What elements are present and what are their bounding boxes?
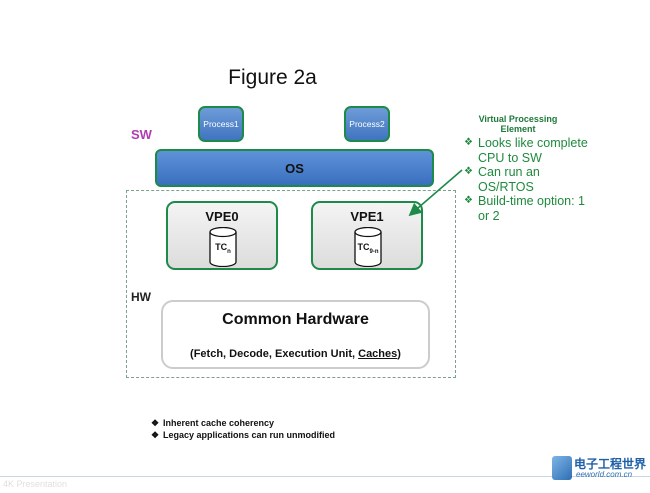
callout-list: ❖Looks like complete CPU to SW ❖Can run … xyxy=(464,136,594,223)
sw-label: SW xyxy=(131,127,152,142)
eeworld-logo: 电子工程世界 eeworld.com.cn xyxy=(552,455,646,487)
callout-item: ❖Looks like complete CPU to SW xyxy=(464,136,588,165)
os-box: OS xyxy=(155,149,434,187)
callout-title: Virtual Processing Element xyxy=(478,114,558,134)
logo-cn-text: 电子工程世界 xyxy=(574,457,647,471)
vpe1-label: VPE1 xyxy=(350,209,384,224)
diamond-bullet-icon: ❖ xyxy=(464,166,473,177)
note-item: ❖Legacy applications can run unmodified xyxy=(151,430,336,440)
vpe1-box: VPE1 TC9-n xyxy=(311,201,423,270)
hw-label: HW xyxy=(131,290,151,304)
vpe0-box: VPE0 TCn xyxy=(166,201,278,270)
tc-cylinder-vpe0: TCn xyxy=(209,226,237,268)
tc-label-vpe0: TCn xyxy=(215,242,231,255)
diamond-bullet-icon: ❖ xyxy=(464,195,473,206)
tc-cylinder-vpe1: TC9-n xyxy=(354,226,382,268)
hw-boundary xyxy=(126,190,456,378)
note-item: ❖Inherent cache coherency xyxy=(151,418,275,428)
footer-text: 4K Presentation xyxy=(3,479,68,489)
callout-item: ❖Build-time option: 1 or 2 xyxy=(464,194,586,223)
logo-en-text: eeworld.com.cn xyxy=(576,470,633,479)
process-box-2: Process2 xyxy=(344,106,390,142)
logo-mark-icon xyxy=(552,456,572,480)
diamond-bullet-icon: ❖ xyxy=(151,418,160,428)
tc-label-vpe1: TC9-n xyxy=(357,242,379,255)
process-box-1: Process1 xyxy=(198,106,244,142)
callout-item: ❖Can run an OS/RTOS xyxy=(464,165,540,194)
common-hardware-title: Common Hardware xyxy=(222,311,369,328)
figure-title: Figure 2a xyxy=(228,66,317,89)
notes-list: ❖Inherent cache coherency ❖Legacy applic… xyxy=(151,417,335,441)
common-hardware-box: Common Hardware (Fetch, Decode, Executio… xyxy=(161,300,430,369)
diamond-bullet-icon: ❖ xyxy=(464,137,473,148)
footer-divider xyxy=(0,476,650,477)
diamond-bullet-icon: ❖ xyxy=(151,430,160,440)
vpe0-label: VPE0 xyxy=(205,209,239,224)
common-hardware-subtitle: (Fetch, Decode, Execution Unit, Caches) xyxy=(190,348,401,360)
